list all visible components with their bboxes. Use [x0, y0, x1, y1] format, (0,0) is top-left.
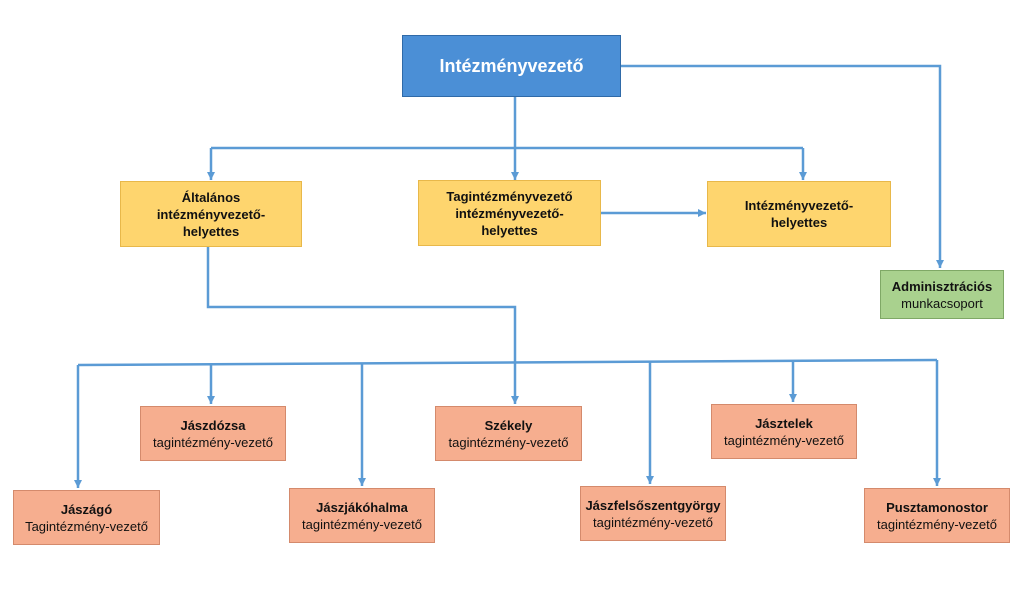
member-deputy-line-1: Tagintézményvezető	[446, 188, 573, 204]
member-deputy-box: Tagintézményvezető intézményvezető- hely…	[418, 180, 601, 246]
general-deputy-line-3: helyettes	[182, 223, 240, 239]
unit-name: Jásztelek	[755, 415, 813, 431]
unit-name: Pusztamonostor	[886, 499, 988, 515]
unit-name: Jászdózsa	[180, 417, 246, 433]
connector-to-admin	[621, 64, 944, 268]
member-deputy-line-2: intézményvezető-	[455, 205, 564, 221]
unit-role: Tagintézmény-vezető	[25, 518, 148, 534]
connector-general-down	[206, 246, 517, 360]
unit-box-jaszago: Jászágó Tagintézmény-vezető	[13, 490, 160, 545]
unit-role: tagintézmény-vezető	[724, 432, 844, 448]
deputy-box: Intézményvezető- helyettes	[707, 181, 891, 247]
unit-role: tagintézmény-vezető	[302, 516, 422, 532]
unit-name: Jászjákóhalma	[316, 499, 408, 515]
unit-name: Székely	[484, 417, 533, 433]
unit-box-szekely: Székely tagintézmény-vezető	[435, 406, 582, 461]
general-deputy-line-2: intézményvezető-	[156, 206, 266, 222]
unit-box-jasztelek: Jásztelek tagintézmény-vezető	[711, 404, 857, 459]
unit-box-jaszfelsoszentgyorgy: Jászfelsőszentgyörgy tagintézmény-vezető	[580, 486, 726, 541]
unit-role: tagintézmény-vezető	[877, 516, 997, 532]
director-box: Intézményvezető	[402, 35, 621, 97]
general-deputy-box: Általános intézményvezető- helyettes	[120, 181, 302, 247]
deputy-line-2: helyettes	[770, 215, 828, 230]
director-title: Intézményvezető	[439, 55, 584, 76]
unit-name: Jászágó	[60, 501, 113, 517]
unit-name: Jászfelsőszentgyörgy	[585, 497, 721, 513]
deputy-line-1: Intézményvezető-	[744, 198, 854, 213]
connector-unit-bar	[77, 358, 938, 367]
member-deputy-line-3: helyettes	[481, 222, 538, 238]
unit-role: tagintézmény-vezető	[153, 434, 273, 450]
admin-name: Adminisztrációs	[891, 278, 993, 294]
unit-box-jaszjakohalma: Jászjákóhalma tagintézmény-vezető	[289, 488, 435, 543]
unit-role: tagintézmény-vezető	[448, 434, 569, 450]
admin-role: munkacsoport	[901, 295, 983, 311]
unit-box-pusztamonostor: Pusztamonostor tagintézmény-vezető	[864, 488, 1010, 543]
unit-role: tagintézmény-vezető	[593, 514, 713, 530]
general-deputy-line-1: Általános	[181, 189, 241, 205]
admin-box: Adminisztrációs munkacsoport	[880, 270, 1004, 319]
unit-box-jaszdozsa: Jászdózsa tagintézmény-vezető	[140, 406, 286, 461]
